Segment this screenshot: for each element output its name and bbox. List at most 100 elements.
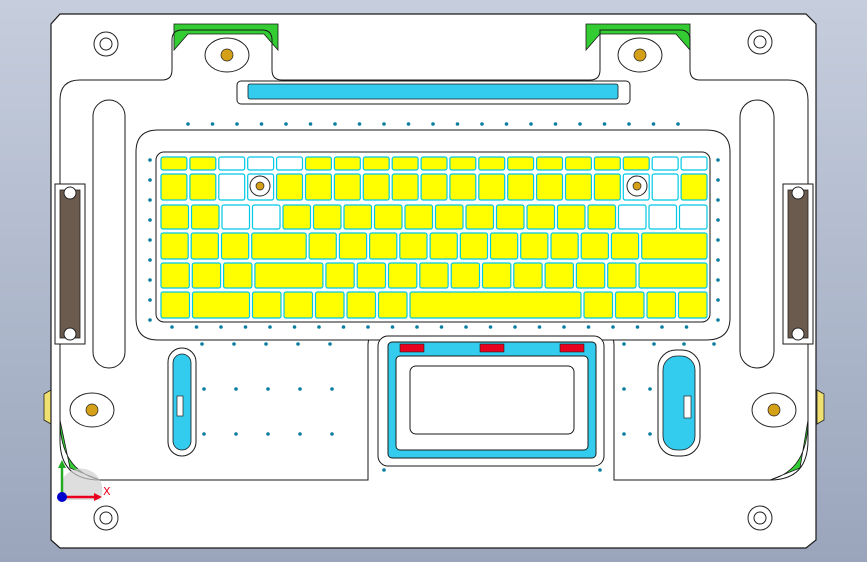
keyboard-key: [276, 173, 304, 201]
keyboard-key: [478, 173, 506, 201]
red-pad: [559, 343, 585, 353]
locator-dot: [455, 122, 460, 126]
keyboard-key: [583, 291, 614, 319]
nut-icon: [220, 48, 234, 62]
keyboard-key: [648, 204, 678, 230]
right-cyan-slot: [657, 349, 701, 457]
keyboard-key: [387, 262, 418, 289]
keyboard-key: [346, 291, 377, 319]
keyboard-key: [356, 262, 387, 289]
locator-dot: [292, 325, 297, 329]
keyboard-key: [420, 156, 448, 171]
locator-dot: [488, 325, 493, 329]
locator-dot: [622, 432, 626, 436]
locator-dot: [308, 122, 313, 126]
locator-dot: [210, 122, 215, 126]
red-pad: [479, 343, 505, 353]
locator-hole-inner: [753, 35, 767, 49]
keyboard-key: [481, 262, 512, 289]
locator-hole-inner: [99, 37, 113, 51]
locator-dot: [268, 325, 272, 329]
keyboard-key: [190, 232, 219, 260]
locator-dot: [234, 387, 238, 391]
keyboard-key: [333, 156, 361, 171]
locator-dot: [170, 325, 174, 329]
keyboard-key: [575, 262, 606, 289]
locator-dot: [148, 198, 152, 202]
locator-dot: [415, 325, 419, 329]
right-slot: [739, 99, 775, 369]
red-pad: [399, 343, 425, 353]
locator-dot: [716, 258, 720, 262]
keyboard-key: [247, 156, 275, 171]
keyboard-key: [449, 173, 477, 201]
keyboard-key: [391, 156, 419, 171]
screw-head: [255, 181, 265, 191]
keyboard-key: [308, 232, 337, 260]
keyboard-key: [450, 262, 481, 289]
locator-dot: [712, 342, 716, 346]
locator-dot: [390, 325, 395, 329]
locator-dot: [682, 342, 686, 346]
locator-dot: [716, 178, 720, 182]
keyboard-key: [399, 232, 428, 260]
keyboard-key: [622, 156, 650, 171]
locator-dot: [186, 122, 190, 126]
keyboard-key: [282, 204, 312, 230]
keyboard-key: [218, 173, 246, 201]
keyboard-key: [638, 262, 708, 289]
keyboard-key: [369, 232, 398, 260]
keyboard-key: [338, 232, 368, 260]
keyboard-key: [641, 232, 708, 260]
keyboard-key: [191, 291, 251, 319]
locator-dot: [232, 342, 236, 346]
keyboard-key: [617, 204, 647, 230]
keyboard-key: [254, 262, 324, 289]
keyboard-key: [564, 156, 592, 171]
keyboard-key: [333, 173, 361, 201]
keyboard-key: [251, 232, 307, 260]
locator-hole-inner: [753, 511, 767, 525]
keyboard-key: [160, 232, 189, 260]
locator-dot: [243, 325, 248, 329]
locator-dot: [684, 325, 689, 329]
locator-dot: [148, 218, 152, 222]
keyboard-key: [459, 232, 489, 260]
locator-hole-inner: [99, 511, 113, 525]
keyboard-key: [218, 156, 246, 171]
right-side-tab: [816, 389, 825, 425]
nut-icon: [85, 403, 99, 417]
keyboard-key: [251, 291, 282, 319]
keyboard-key: [607, 262, 637, 289]
keyboard-key: [404, 204, 434, 230]
keyboard-key: [465, 204, 495, 230]
keyboard-key: [646, 291, 677, 319]
keyboard-key: [520, 232, 549, 260]
keyboard-key: [429, 232, 458, 260]
locator-dot: [148, 258, 152, 262]
locator-dot: [553, 122, 558, 126]
keyboard-key: [593, 173, 621, 201]
keyboard-key: [420, 173, 448, 201]
keyboard-key: [544, 262, 574, 289]
top-rail-bar: [247, 83, 619, 100]
locator-dot: [298, 387, 302, 391]
keyboard-key: [610, 232, 640, 260]
keyboard-key: [312, 204, 342, 230]
keyboard-key: [189, 156, 217, 171]
locator-dot: [266, 387, 270, 391]
locator-dot: [202, 387, 206, 391]
keyboard-key: [362, 173, 390, 201]
keyboard-key: [160, 262, 190, 289]
left-cyan-slot: [167, 347, 197, 457]
locator-dot: [148, 238, 152, 242]
keyboard-key: [251, 204, 281, 230]
locator-dot: [266, 432, 270, 436]
nut-icon: [633, 48, 647, 62]
locator-dot: [148, 178, 152, 182]
z-axis-dot: [57, 492, 67, 502]
keyboard-key: [564, 173, 592, 201]
x-axis-label: X: [103, 485, 111, 498]
locator-dot: [529, 122, 533, 126]
